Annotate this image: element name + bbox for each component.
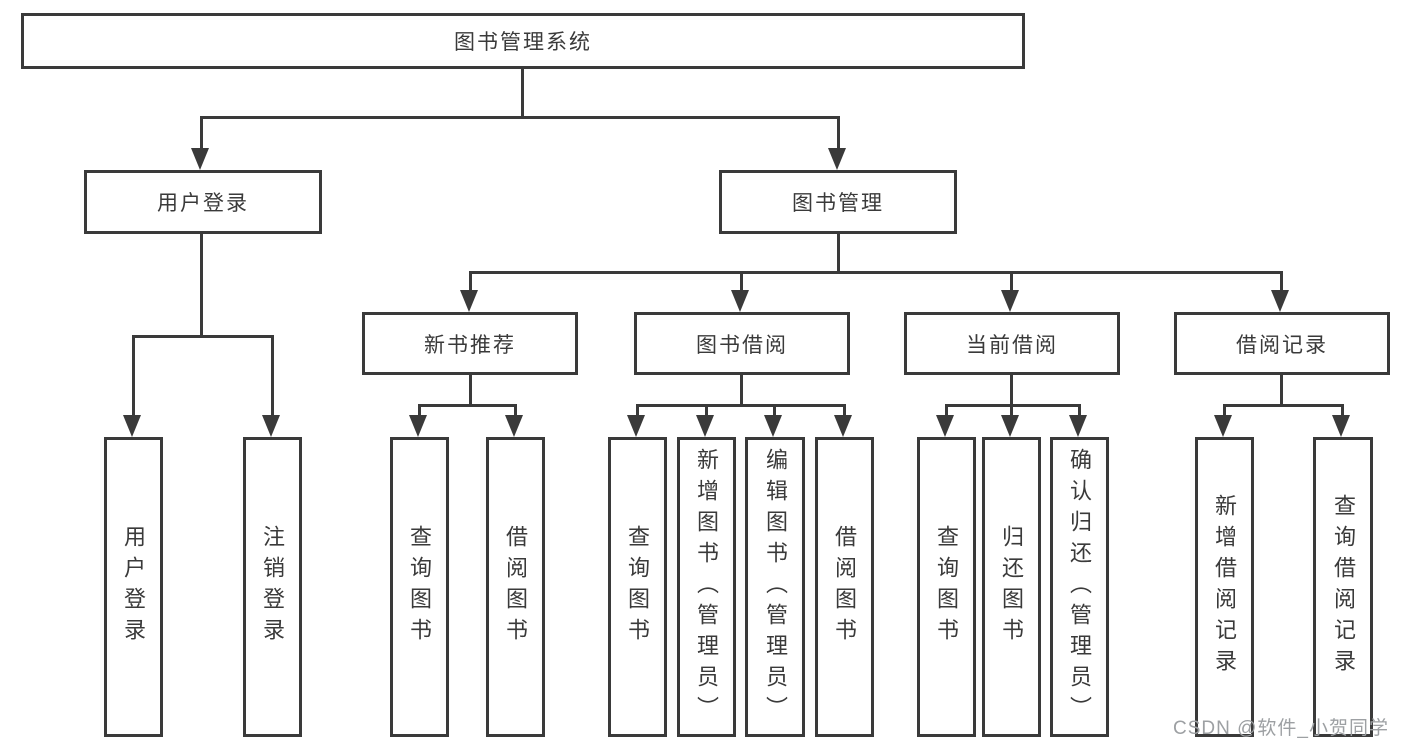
leaf-borrow-books-borrowing: 借阅图书: [815, 437, 874, 737]
connector-line: [200, 231, 203, 337]
leaf-return-books: 归还图书: [982, 437, 1041, 737]
connector-line: [469, 373, 472, 406]
arrowhead-icon: [1069, 415, 1087, 437]
node-user-login: 用户登录: [84, 170, 322, 234]
node-book-management: 图书管理: [719, 170, 957, 234]
arrowhead-icon: [1214, 415, 1232, 437]
leaf-query-books-recommend: 查询图书: [390, 437, 449, 737]
leaf-query-borrow-record: 查询借阅记录: [1313, 437, 1373, 737]
node-borrowing-records: 借阅记录: [1174, 312, 1390, 375]
connector-line: [200, 116, 203, 152]
connector-line: [469, 271, 1282, 274]
leaf-borrow-books-recommend: 借阅图书: [486, 437, 545, 737]
leaf-query-books-borrowing: 查询图书: [608, 437, 667, 737]
arrowhead-icon: [191, 148, 209, 170]
connector-line: [469, 271, 472, 294]
connector-line: [132, 335, 135, 419]
connector-line: [837, 116, 840, 152]
leaf-add-books-admin: 新增图书（管理员）: [677, 437, 736, 737]
connector-line: [843, 404, 846, 419]
arrowhead-icon: [262, 415, 280, 437]
arrowhead-icon: [1001, 415, 1019, 437]
arrowhead-icon: [409, 415, 427, 437]
arrowhead-icon: [1332, 415, 1350, 437]
connector-line: [132, 335, 273, 338]
node-book-borrowing: 图书借阅: [634, 312, 850, 375]
connector-line: [636, 404, 639, 419]
arrowhead-icon: [696, 415, 714, 437]
arrowhead-icon: [505, 415, 523, 437]
connector-line: [705, 404, 708, 419]
watermark: CSDN @软件_小贺同学: [1173, 718, 1389, 739]
arrowhead-icon: [834, 415, 852, 437]
arrowhead-icon: [1271, 290, 1289, 312]
connector-line: [418, 404, 516, 407]
connector-line: [773, 404, 776, 419]
connector-line: [521, 66, 524, 118]
connector-line: [1078, 404, 1081, 419]
connector-line: [1010, 271, 1013, 294]
arrowhead-icon: [764, 415, 782, 437]
arrowhead-icon: [936, 415, 954, 437]
leaf-query-books-current: 查询图书: [917, 437, 976, 737]
arrowhead-icon: [123, 415, 141, 437]
leaf-edit-books-admin: 编辑图书（管理员）: [745, 437, 805, 737]
leaf-user-login: 用户登录: [104, 437, 163, 737]
arrowhead-icon: [1001, 290, 1019, 312]
arrowhead-icon: [627, 415, 645, 437]
leaf-confirm-return-admin: 确认归还（管理员）: [1050, 437, 1109, 737]
connector-line: [1010, 404, 1013, 419]
connector-line: [945, 404, 948, 419]
arrowhead-icon: [731, 290, 749, 312]
node-library-system: 图书管理系统: [21, 13, 1025, 69]
connector-line: [1341, 404, 1344, 419]
connector-line: [636, 404, 845, 407]
arrowhead-icon: [460, 290, 478, 312]
connector-line: [1010, 373, 1013, 406]
connector-line: [200, 116, 839, 119]
connector-line: [514, 404, 517, 419]
node-current-borrowing: 当前借阅: [904, 312, 1120, 375]
connector-line: [837, 231, 840, 273]
connector-line: [1280, 373, 1283, 406]
leaf-add-borrow-record: 新增借阅记录: [1195, 437, 1254, 737]
connector-line: [1223, 404, 1226, 419]
leaf-logout: 注销登录: [243, 437, 302, 737]
connector-line: [740, 373, 743, 406]
connector-line: [740, 271, 743, 294]
connector-line: [1223, 404, 1343, 407]
connector-line: [1280, 271, 1283, 294]
connector-line: [418, 404, 421, 419]
node-new-book-recommend: 新书推荐: [362, 312, 578, 375]
arrowhead-icon: [828, 148, 846, 170]
connector-line: [271, 335, 274, 419]
